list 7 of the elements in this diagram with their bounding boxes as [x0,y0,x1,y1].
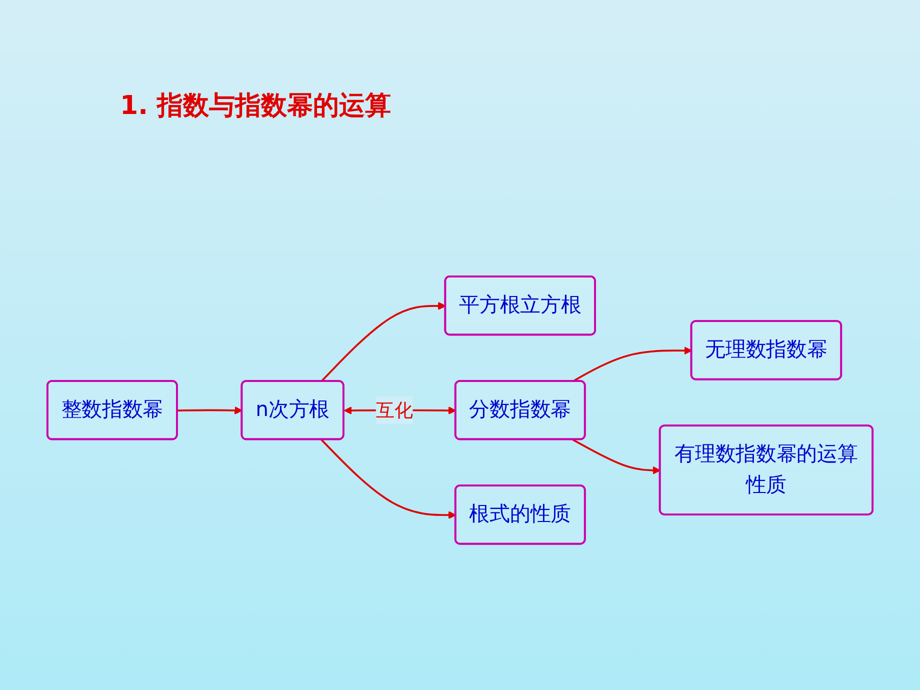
arrow [177,406,243,414]
edge-label: 互化 [376,398,413,422]
arrow [320,302,446,382]
diagram-title: 1. 指数与指数幂的运算 [120,90,392,123]
arrow [572,438,661,474]
arrow [320,438,456,519]
arrow [572,346,692,382]
